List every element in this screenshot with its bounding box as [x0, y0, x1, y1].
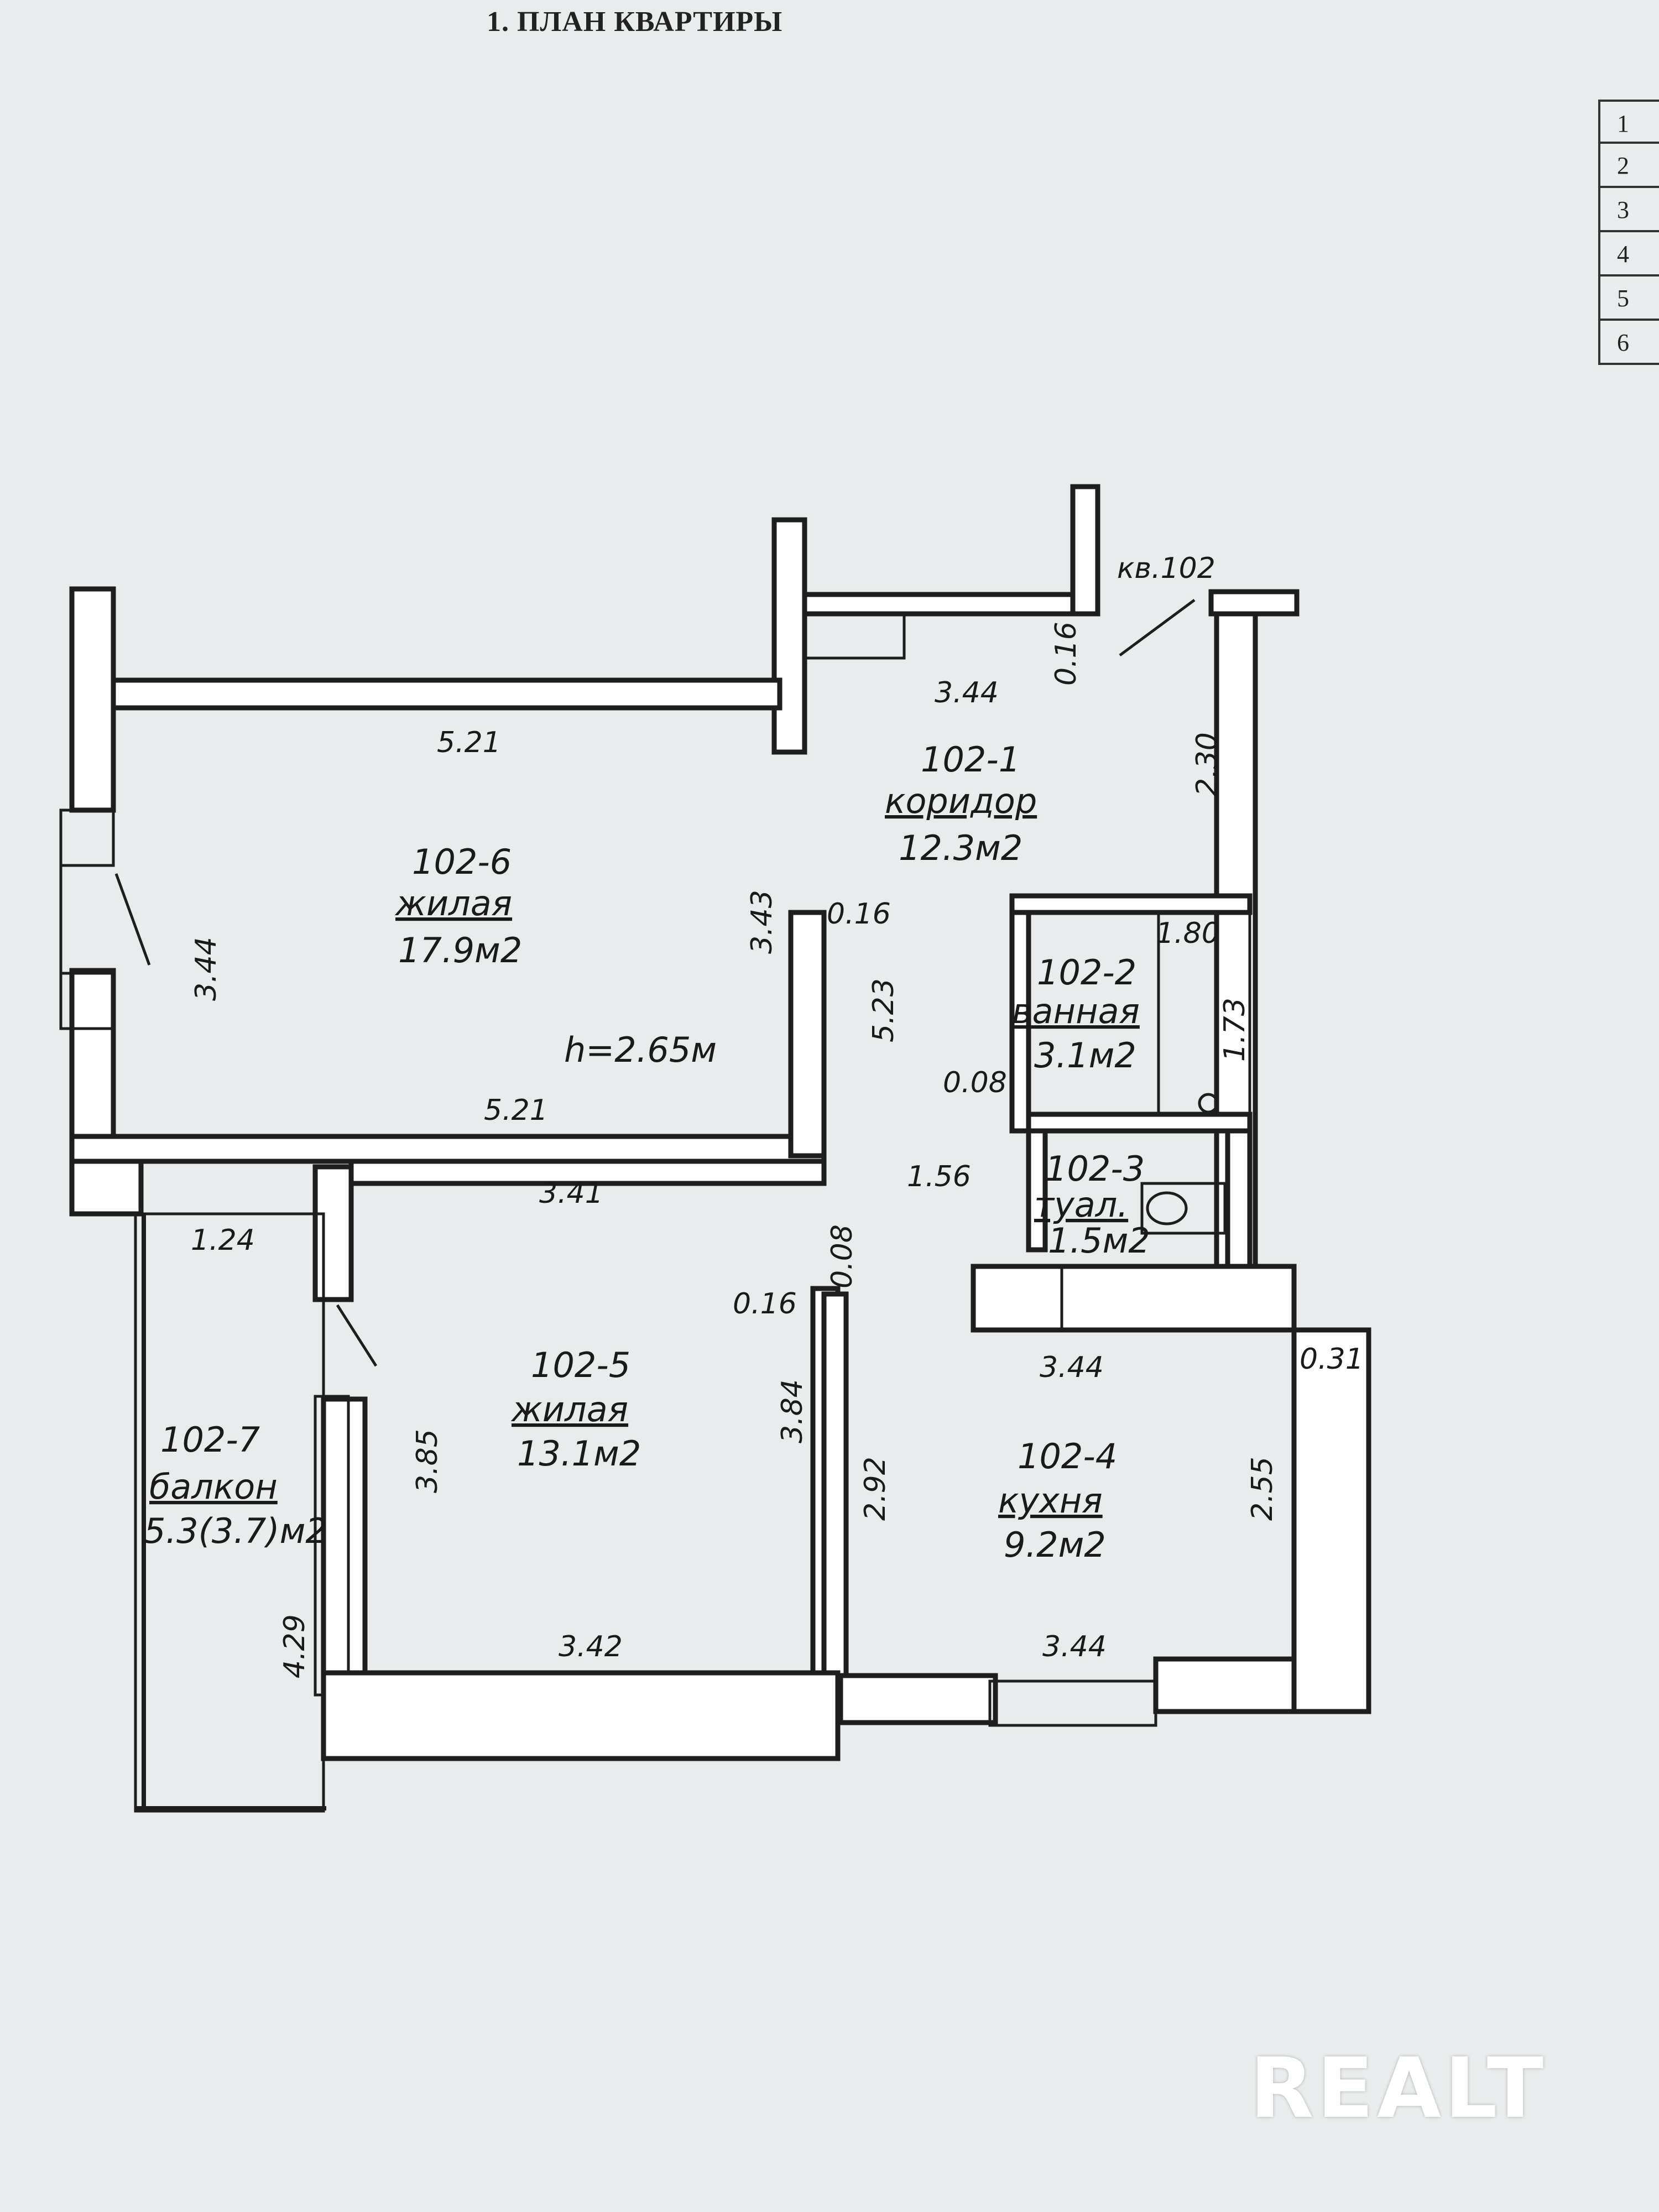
toilet-bowl-icon: [1146, 1191, 1188, 1225]
dim-3-44-kitchen-bottom: 3.44: [1042, 1630, 1107, 1663]
dim-0-08-bath: 0.08: [943, 1066, 1007, 1099]
room-id-living-small: 102-5: [531, 1345, 630, 1385]
dim-2-92: 2.92: [859, 1457, 892, 1521]
bathtub: [1157, 911, 1251, 1116]
dim-1-24: 1.24: [191, 1224, 255, 1257]
room-name-living-large: жилая: [394, 883, 512, 924]
side-table-cell: 3: [1598, 188, 1659, 232]
side-table: 1 2 3 4 5 6: [1598, 100, 1659, 365]
side-table-cell: 1: [1598, 100, 1659, 144]
toilet-fixture: [1140, 1182, 1227, 1235]
bathtub-drain: [1198, 1093, 1219, 1114]
wall-entry-top: [1208, 589, 1300, 617]
room-id-toilet: 102-3: [1045, 1149, 1145, 1189]
wall-corridor-inner: [788, 910, 827, 1159]
dim-5-21-top: 5.21: [437, 726, 501, 759]
room-name-corridor: коридор: [885, 781, 1037, 821]
dim-5-23: 5.23: [867, 978, 900, 1042]
dimensions: 0.16 3.44 2.30 5.21 3.44 3.43 0.16 5.23 …: [190, 622, 1364, 1678]
dim-1-73: 1.73: [1218, 998, 1251, 1062]
dim-1-56: 1.56: [907, 1160, 971, 1193]
wall-corridor-top-left: [771, 517, 807, 755]
door-swing-left: [114, 873, 151, 966]
kitchen-cabinet-end: [972, 1265, 1063, 1332]
dim-0-16-mid: 0.16: [827, 898, 891, 931]
ceiling-height: h=2.65м: [564, 1030, 717, 1070]
room-id-balcony: 102-7: [160, 1420, 260, 1460]
dim-3-43: 3.43: [745, 890, 779, 954]
wall-living-small-stub: [312, 1164, 354, 1302]
room-name-kitchen: кухня: [998, 1480, 1103, 1521]
wall-kitchen-left: [821, 1291, 849, 1695]
wall-bottom-left: [321, 1670, 841, 1761]
wall-bath-bottom: [1026, 1112, 1253, 1134]
wall-bottom-kitchen-left: [838, 1673, 998, 1725]
wall-toilet-left: [1026, 1128, 1048, 1253]
wall-bath-top: [1009, 893, 1253, 915]
apartment-label: кв.102: [1117, 552, 1215, 585]
wall-stub-right: [1070, 484, 1100, 617]
dim-3-84: 3.84: [776, 1379, 809, 1443]
room-id-bathroom: 102-2: [1037, 952, 1136, 993]
dim-0-31: 0.31: [1300, 1343, 1364, 1376]
room-id-corridor: 102-1: [921, 739, 1020, 780]
side-table-cell: 6: [1598, 321, 1659, 365]
room-name-toilet: туал.: [1034, 1185, 1128, 1225]
side-table-cell: 4: [1598, 232, 1659, 276]
dim-2-30: 2.30: [1191, 732, 1224, 796]
walls: [59, 484, 1371, 1813]
wall-right-lower: [1291, 1327, 1371, 1714]
kitchen-cabinet: [971, 1264, 1297, 1333]
room-area-living-small: 13.1м2: [517, 1433, 641, 1474]
room-labels: кв.102 102-1 коридор 12.3м2 102-6 жилая …: [144, 552, 1215, 1565]
room-name-bathroom: ванная: [1012, 991, 1140, 1031]
window-left-1: [59, 808, 115, 867]
wall-stub-top: [802, 592, 1076, 617]
room-name-balcony: балкон: [149, 1467, 278, 1507]
dim-3-44-left: 3.44: [190, 937, 223, 1001]
dim-3-44-corridor-top: 3.44: [935, 676, 999, 709]
wall-stub-niche: [803, 612, 906, 660]
room-area-toilet: 1.5м2: [1048, 1220, 1150, 1261]
room-id-kitchen: 102-4: [1018, 1436, 1117, 1477]
dim-3-42: 3.42: [559, 1630, 623, 1663]
room-area-living-large: 17.9м2: [398, 930, 522, 971]
wall-left-upper: [69, 586, 116, 813]
room-area-bathroom: 3.1м2: [1034, 1035, 1136, 1076]
side-table-cell: 2: [1598, 144, 1659, 188]
door-swing-entry: [1119, 598, 1196, 657]
wall-left-lower: [69, 1159, 144, 1217]
dim-0-08-vertical: 0.08: [826, 1224, 859, 1288]
wall-living-large-bottom: [69, 1134, 827, 1164]
dim-0-16-low: 0.16: [733, 1287, 797, 1321]
dim-0-16-top: 0.16: [1050, 622, 1083, 686]
room-area-corridor: 12.3м2: [899, 828, 1022, 868]
watermark-logo: REALT: [1250, 2041, 1547, 2137]
wall-toilet-right: [1225, 1128, 1253, 1269]
page-title: 1. ПЛАН КВАРТИРЫ: [487, 6, 783, 38]
dim-3-44-kitchen-top: 3.44: [1040, 1351, 1104, 1384]
balcony-outline: [134, 1212, 325, 1813]
wall-living-small-left: [321, 1396, 368, 1695]
side-table-cell: 5: [1598, 276, 1659, 321]
dim-5-21-bottom: 5.21: [484, 1094, 548, 1127]
dim-1-80: 1.80: [1156, 917, 1220, 950]
door-swing-bedroom: [336, 1304, 378, 1367]
room-area-kitchen: 9.2м2: [1004, 1525, 1106, 1565]
room-area-balcony: 5.3(3.7)м2: [144, 1511, 327, 1551]
dim-3-41: 3.41: [539, 1177, 603, 1210]
room-name-living-small: жилая: [510, 1389, 628, 1430]
window-kitchen: [988, 1679, 1157, 1727]
dim-3-85: 3.85: [411, 1429, 444, 1493]
wall-bath-left: [1009, 910, 1031, 1134]
dim-2-55: 2.55: [1246, 1457, 1279, 1521]
dim-4-29: 4.29: [278, 1614, 311, 1678]
room-id-living-large: 102-6: [412, 842, 512, 882]
wall-living-large-top: [69, 677, 782, 711]
